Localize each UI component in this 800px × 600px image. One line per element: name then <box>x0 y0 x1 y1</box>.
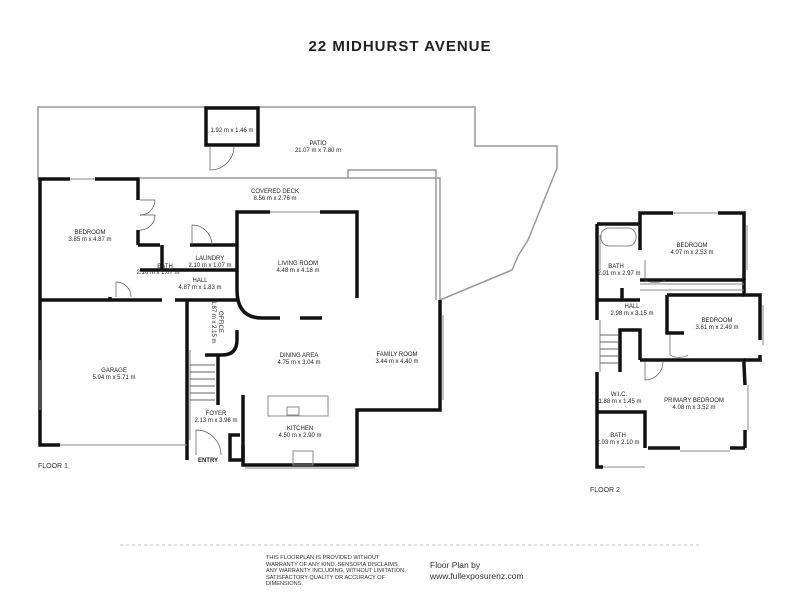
door-swings <box>115 145 235 456</box>
wic-size: 1.88 m x 1.45 m <box>598 399 641 405</box>
bath2-name: BATH <box>608 264 624 270</box>
floor1-windows <box>39 178 444 469</box>
credit-website: www.fullexposurenz.com <box>430 571 524 581</box>
kitchen-name: KITCHEN <box>287 426 313 432</box>
bedroom3-name: BEDROOM <box>701 318 732 324</box>
disclaimer: THIS FLOORPLAN IS PROVIDED WITHOUT WARRA… <box>266 555 406 588</box>
floor2-door-swings <box>644 260 689 381</box>
bath2-size: 2.01 m x 2.97 m <box>597 271 640 277</box>
patio-size: 21.07 m x 7.80 m <box>295 148 341 154</box>
foyer-size: 2.13 m x 3.96 m <box>194 418 237 424</box>
patio-name: PATIO <box>309 141 326 147</box>
garage-size: 5.94 m x 5.71 m <box>92 375 135 381</box>
hall2-name: HALL <box>624 304 640 310</box>
kitchen-size: 4.50 m x 2.90 m <box>278 433 321 439</box>
credit-line-1: Floor Plan by <box>430 560 481 570</box>
hall2-size: 2.98 m x 3.15 m <box>610 311 653 317</box>
laundry-size: 2.10 m x 1.07 m <box>188 263 231 269</box>
bedroom3-size: 3.61 m x 2.49 m <box>695 325 738 331</box>
primary-bedroom-name: PRIMARY BEDROOM <box>664 398 724 404</box>
bath-name: BATH <box>157 264 173 270</box>
foyer-name: FOYER <box>206 411 227 417</box>
bedroom2-size: 4.07 m x 2.53 m <box>670 250 713 256</box>
bath-size: 2.10 m x 1.07 m <box>136 270 179 276</box>
floor1-room-labels: 1.92 m x 1.46 m PATIO 21.07 m x 7.80 m C… <box>68 128 418 464</box>
floor2-walls <box>595 211 762 469</box>
page-title: 22 MIDHURST AVENUE <box>308 38 492 55</box>
bedroom2-name: BEDROOM <box>676 243 707 249</box>
wic-name: W.I.C. <box>611 392 628 398</box>
credit: Floor Plan by www.fullexposurenz.com <box>430 560 524 582</box>
bedroom-size: 3.85 m x 4.87 m <box>68 237 111 243</box>
floor1-walls <box>38 106 442 467</box>
bath3-name: BATH <box>610 433 626 439</box>
office-name: OFFICE <box>217 311 223 333</box>
hall-size: 4.87 m x 1.83 m <box>178 285 221 291</box>
covered-deck-name: COVERED DECK <box>251 189 299 195</box>
hall-name: HALL <box>192 278 208 284</box>
dining-area-size: 4.75 m x 3.04 m <box>277 360 320 366</box>
floor2-label: FLOOR 2 <box>590 487 620 494</box>
covered-deck-size: 8.56 m x 2.76 m <box>253 196 296 202</box>
laundry-name: LAUNDRY <box>196 256 225 262</box>
family-room-name: FAMILY ROOM <box>376 352 417 358</box>
living-room-name: LIVING ROOM <box>278 261 318 267</box>
family-room-size: 3.44 m x 4.40 m <box>375 359 418 365</box>
floor1-label: FLOOR 1 <box>38 463 68 470</box>
garage-name: GARAGE <box>101 368 127 374</box>
floor2-room-labels: BEDROOM 4.07 m x 2.53 m BATH 2.01 m x 2.… <box>596 243 738 446</box>
living-room-size: 4.48 m x 4.18 m <box>276 268 319 274</box>
bath3-size: 2.03 m x 2.10 m <box>596 440 639 446</box>
entry-label: ENTRY <box>198 458 218 464</box>
primary-bedroom-size: 4.08 m x 3.52 m <box>672 405 715 411</box>
bedroom-name: BEDROOM <box>74 230 105 236</box>
office-size: 1.87 m x 2.15 m <box>210 300 216 343</box>
floor2-stairs <box>600 334 620 364</box>
dining-area-name: DINING AREA <box>280 353 319 359</box>
floor1-stairs <box>190 364 215 401</box>
storage-size: 1.92 m x 1.46 m <box>210 128 253 134</box>
